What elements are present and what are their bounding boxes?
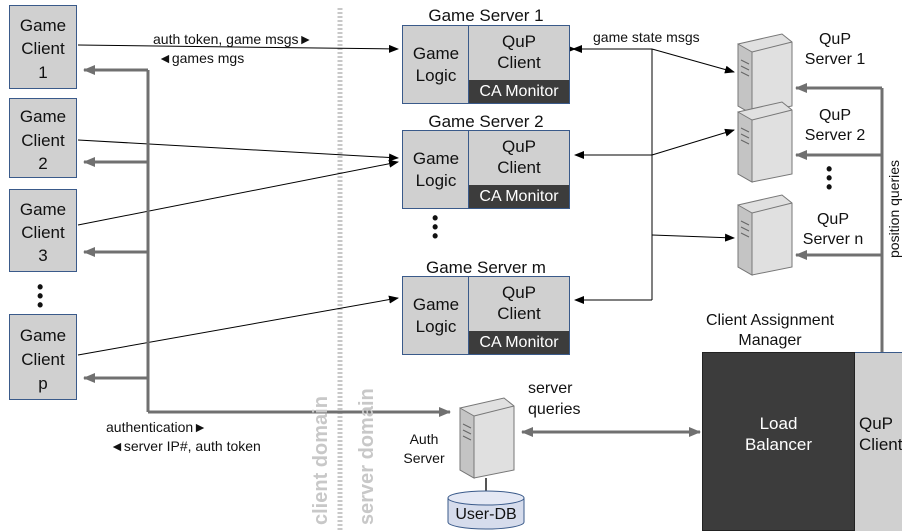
client3-to-server2-line (77, 159, 399, 226)
qup-server-ellipsis: ••• (826, 159, 833, 197)
cam-qup-label: QuP Client (859, 413, 902, 455)
auth-server-line: Server (403, 450, 445, 466)
client-return-bus (83, 65, 451, 417)
client-ellipsis: ••• (37, 277, 44, 315)
load-balancer-line: Balancer (744, 435, 813, 454)
server-queries-line: server (528, 380, 573, 397)
qup-label: QuP (501, 32, 537, 51)
qup-label: Client (497, 158, 541, 177)
server-domain-label: server domain (356, 388, 378, 525)
qup-server-1-icon (737, 33, 793, 115)
qup-server-1-label: QuP Server 1 (800, 30, 870, 70)
auth-server-line: Auth (409, 431, 439, 447)
load-balancer: Load Balancer (702, 352, 855, 531)
game-client-2: Game Client 2 (9, 98, 77, 178)
load-balancer-line: Load (759, 414, 798, 433)
game-state-bus (566, 45, 735, 304)
qup-server-n-label: QuP Server n (798, 210, 868, 250)
ca-monitor: CA Monitor (469, 331, 569, 354)
game-server-1: Game Logic QuP Client CA Monitor (402, 25, 570, 104)
qup-server-line: QuP (818, 31, 851, 48)
user-db-label: User-DB (455, 506, 517, 523)
auth-server-label: Auth Server (398, 430, 450, 468)
game-server-m-title: Game Server m (426, 258, 546, 277)
cam-qup-line: QuP (859, 414, 894, 433)
game-server-2-title: Game Server 2 (428, 112, 544, 131)
client1-to-server1-line (77, 44, 399, 53)
clientp-to-serverm-line (77, 295, 399, 356)
game-state-msgs-label: game state msgs (593, 29, 700, 45)
load-balancer-label: Load Balancer (703, 413, 854, 455)
logic-label: Logic (415, 317, 457, 336)
qup-server-line: QuP (816, 211, 849, 228)
qup-server-2-icon (737, 101, 793, 183)
auth-token-msgs-label: auth token, game msgs► (153, 31, 313, 47)
qup-label: QuP (501, 137, 537, 156)
qup-server-line: Server n (802, 231, 864, 248)
client-label: p (38, 374, 48, 393)
client-label: Game (19, 16, 67, 35)
qup-label: Client (497, 304, 541, 323)
qup-server-n-icon (737, 194, 793, 276)
client-label: Game (19, 326, 67, 345)
authentication-label: authentication► (106, 419, 208, 435)
client-label: 2 (38, 154, 48, 173)
game-server-2: Game Logic QuP Client CA Monitor (402, 130, 570, 209)
position-queries-bus (795, 83, 884, 352)
game-client-1: Game Client 1 (9, 5, 77, 89)
qup-server-2-label: QuP Server 2 (800, 106, 870, 146)
client-label: Client (21, 39, 65, 58)
logic-label: Game (412, 44, 460, 63)
client-label: Game (19, 107, 67, 126)
ca-monitor: CA Monitor (469, 80, 569, 103)
game-logic: Game Logic (403, 277, 469, 354)
cam-qup-line: Client (859, 435, 902, 454)
logic-label: Logic (415, 171, 457, 190)
client-label: 3 (38, 246, 48, 265)
qup-server-line: Server 2 (804, 127, 866, 144)
qup-server-line: QuP (818, 107, 851, 124)
cam-title: Client Assignment Manager (690, 311, 850, 351)
game-server-1-title: Game Server 1 (428, 6, 544, 25)
client-label: Client (21, 350, 65, 369)
server-queries-label: server queries (528, 378, 598, 420)
server-ellipsis: ••• (432, 208, 439, 246)
game-client-p: Game Client p (9, 314, 77, 400)
position-queries-label: position queries (886, 159, 902, 258)
games-msgs-label: ◄games mgs (158, 50, 245, 66)
client-label: Client (21, 131, 65, 150)
logic-label: Logic (415, 66, 457, 85)
client-domain-label: client domain (310, 396, 332, 525)
logic-label: Game (412, 295, 460, 314)
user-db-icon (447, 490, 525, 530)
game-server-m: Game Logic QuP Client CA Monitor (402, 276, 570, 355)
auth-server-icon (459, 397, 515, 479)
server-ip-label: ◄server IP#, auth token (110, 438, 261, 454)
client2-to-server2-line (77, 139, 399, 162)
qup-label: Client (497, 53, 541, 72)
game-logic: Game Logic (403, 131, 469, 208)
game-logic: Game Logic (403, 26, 469, 103)
logic-label: Game (412, 149, 460, 168)
qup-label: QuP (501, 283, 537, 302)
client-label: Game (19, 200, 67, 219)
client-label: Client (21, 223, 65, 242)
cam-qup-client: QuP Client (855, 352, 902, 531)
cam-title-line: Client Assignment (705, 312, 835, 329)
qup-server-line: Server 1 (804, 51, 866, 68)
client-label: 1 (38, 63, 48, 82)
game-client-3: Game Client 3 (9, 189, 77, 272)
ca-monitor: CA Monitor (469, 185, 569, 208)
cam-title-line: Manager (738, 332, 802, 349)
server-queries-line: queries (528, 401, 581, 418)
